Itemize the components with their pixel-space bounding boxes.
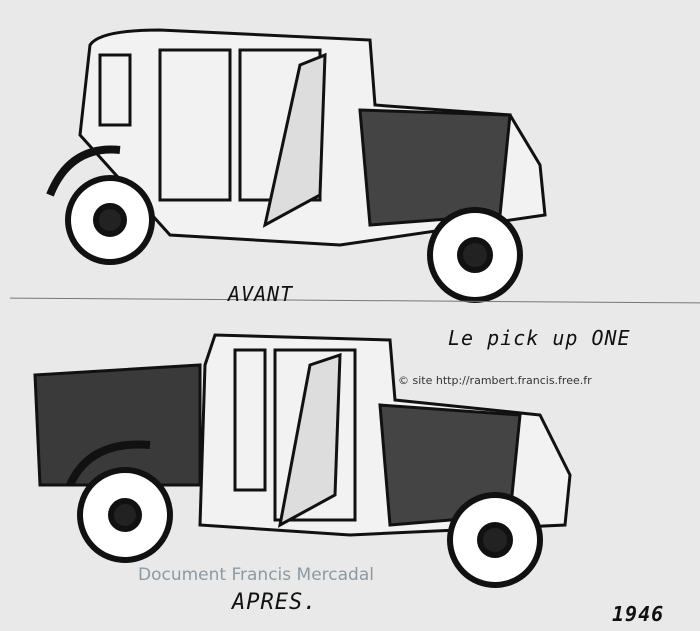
before-label: AVANT (228, 282, 294, 306)
sedan-drawing (46, 28, 547, 303)
wheel (65, 175, 523, 303)
site-watermark: © site http://rambert.francis.free.fr (398, 374, 592, 387)
pickup-drawing (33, 333, 572, 588)
title-label: Le pick up ONE (448, 326, 631, 350)
document-watermark: Document Francis Mercadal (138, 565, 374, 585)
after-label: APRES. (232, 590, 318, 615)
year-label: 1946 (612, 602, 665, 626)
wheel (77, 467, 543, 588)
